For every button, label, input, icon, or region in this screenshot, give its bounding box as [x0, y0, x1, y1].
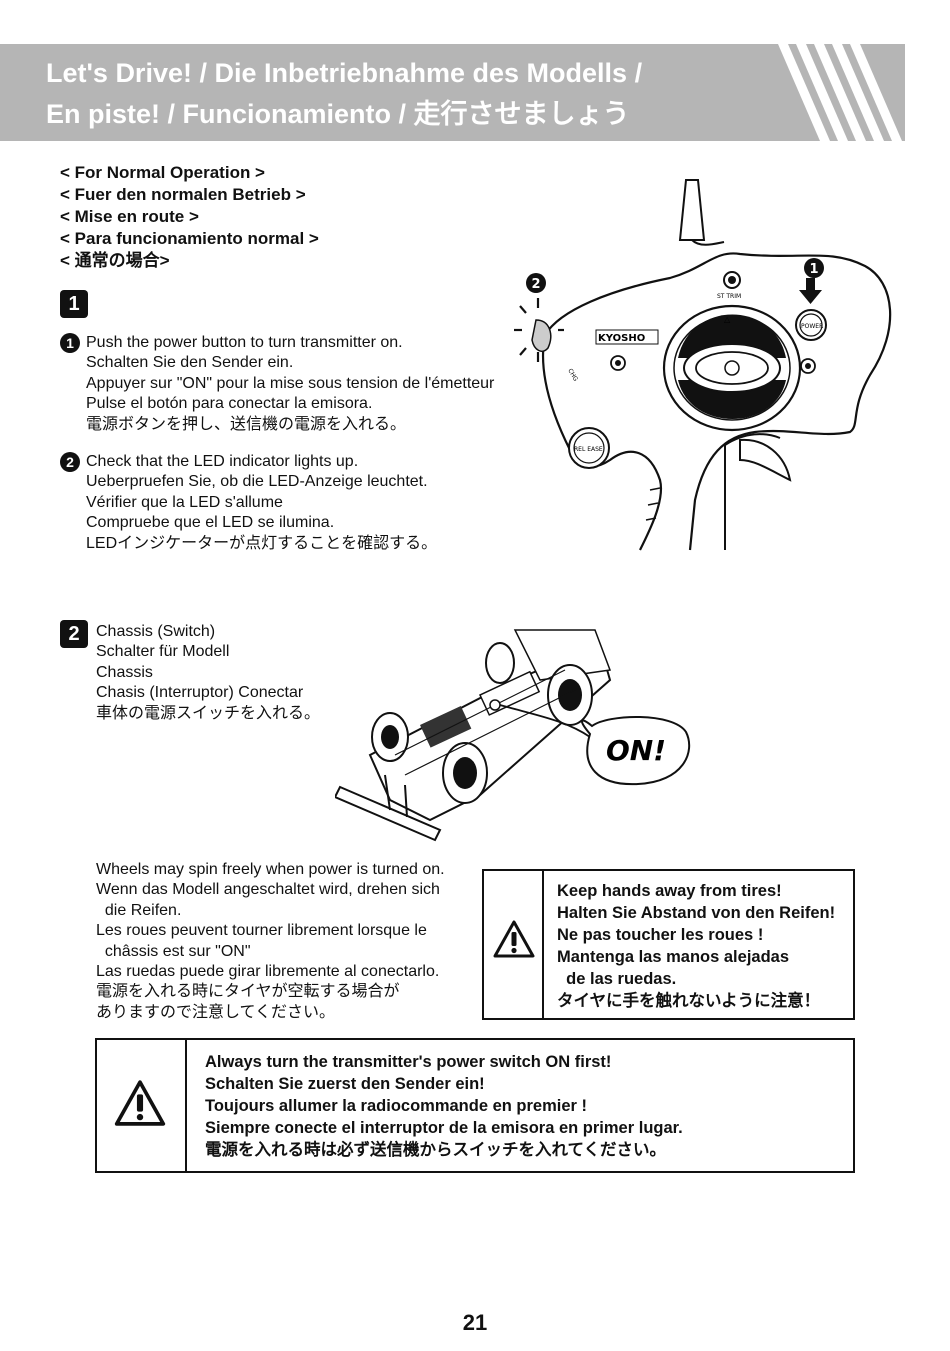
step-1-item-1-number: 1: [60, 333, 80, 353]
on-speech-bubble: ON!: [581, 715, 691, 786]
brand-label: KYOSHO: [598, 333, 645, 344]
release-button-label: REL EASE: [574, 446, 603, 453]
warning-transmitter-text: Always turn the transmitter's power swit…: [205, 1053, 683, 1159]
header-stripes-decoration: [778, 44, 902, 141]
step-1-badge: 1: [60, 290, 88, 318]
heading-es: < Para funcionamiento normal >: [60, 229, 319, 248]
normal-operation-heading: < For Normal Operation > < Fuer den norm…: [60, 162, 319, 272]
power-button-label: POWER: [801, 323, 823, 330]
heading-de: < Fuer den normalen Betrieb >: [60, 185, 306, 204]
warning-box-tires: Keep hands away from tires! Halten Sie A…: [482, 869, 855, 1020]
chassis-illustration: [335, 629, 612, 842]
transmitter-illustration: △ ST TRIM POWER 1 KYOSHO CHG 2 REL EASE: [514, 179, 892, 551]
step-2-badge: 2: [60, 620, 88, 648]
svg-text:△: △: [724, 315, 731, 324]
warning-tires-text: Keep hands away from tires! Halten Sie A…: [557, 882, 836, 1010]
callout-2-number: 2: [532, 277, 541, 292]
step-1-item-1-text: Push the power button to turn transmitte…: [86, 334, 495, 433]
warning-triangle-icon: [493, 920, 535, 958]
heading-ja: < 通常の場合>: [60, 251, 170, 270]
page-number: 21: [462, 1310, 488, 1335]
st-trim-label: ST TRIM: [717, 293, 741, 300]
step-1-item-2-text: Check that the LED indicator lights up. …: [86, 453, 438, 552]
page-title-line-2: En piste! / Funcionamiento / 走行させましょう: [46, 99, 630, 129]
warning-box-divider: [542, 871, 544, 1018]
callout-1-number: 1: [810, 262, 819, 277]
warning-box-divider: [185, 1040, 187, 1171]
heading-en: < For Normal Operation >: [60, 163, 265, 182]
warning-triangle-icon: [114, 1080, 166, 1126]
heading-fr: < Mise en route >: [60, 207, 199, 226]
on-label: ON!: [606, 734, 666, 767]
warning-box-transmitter: Always turn the transmitter's power swit…: [95, 1038, 855, 1173]
step-2-text: Chassis (Switch) Schalter für Modell Cha…: [96, 623, 321, 722]
page-title-line-1: Let's Drive! / Die Inbetriebnahme des Mo…: [46, 58, 643, 88]
step-1-item-2-number: 2: [60, 452, 80, 472]
header-band: [0, 44, 905, 141]
chg-label: CHG: [566, 368, 579, 383]
wheels-note: Wheels may spin freely when power is tur…: [96, 861, 445, 1021]
